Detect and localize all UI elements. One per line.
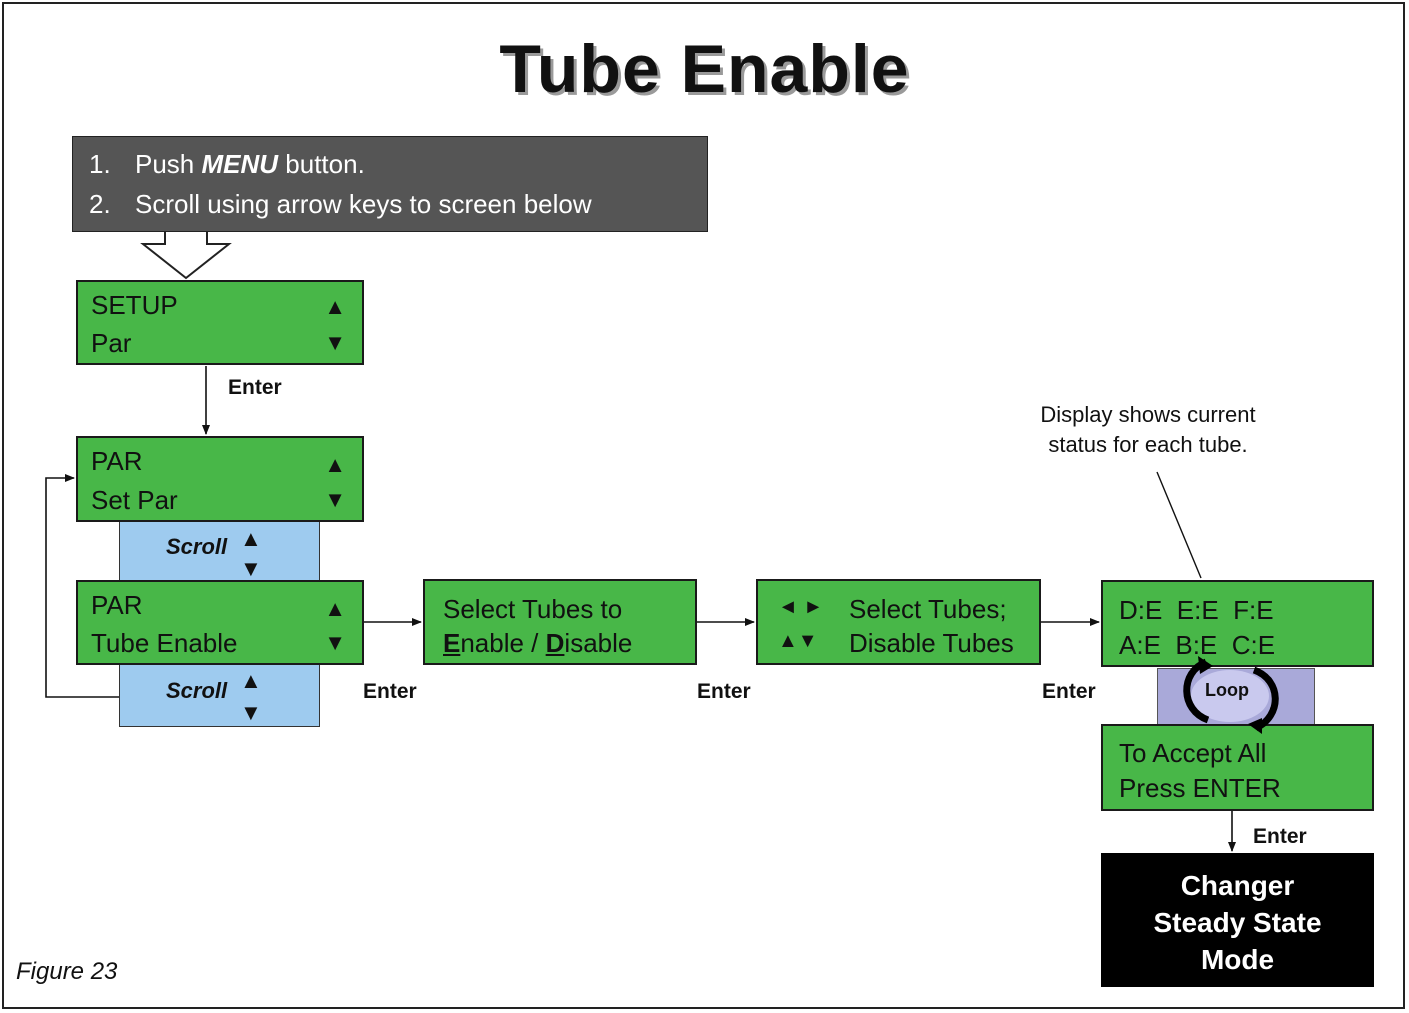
enter-label-3: Enter (697, 680, 751, 703)
scroll-label-upper: Scroll (166, 534, 228, 559)
screen-accept-all: To Accept All Press ENTER (1101, 724, 1374, 811)
scroll-label-lower: Scroll (166, 678, 228, 703)
screen-par-set-par: PAR Set Par ▲ ▼ (76, 436, 364, 522)
up-arrow-icon: ▲ (324, 294, 346, 319)
enter-label-5: Enter (1253, 825, 1307, 848)
down-arrow-icon: ▼ (240, 556, 262, 581)
up-arrow-icon: ▲ (324, 596, 346, 621)
screen-select-tubes: Select Tubes to Enable / Disable (423, 579, 697, 665)
up-down-arrow-icons: ▲▼ (778, 630, 818, 652)
instruction-box: 1.Push MENU button. 2.Scroll using arrow… (72, 136, 708, 232)
down-arrow-icon: ▼ (324, 330, 346, 355)
up-arrow-icon: ▲ (324, 452, 346, 477)
enable-disable-text: Enable / Disable (443, 628, 633, 658)
screen-select-disable-tubes: ◄ ► Select Tubes; ▲▼ Disable Tubes (756, 579, 1041, 665)
loop-arrow-left-icon (1183, 658, 1210, 724)
changer-steady-state-mode: Changer Steady State Mode (1101, 853, 1374, 987)
note-pointer-line (1156, 471, 1202, 579)
status-note: Display shows current status for each tu… (1040, 402, 1256, 457)
page-title: Tube Enable (499, 31, 910, 107)
loop-circle (1191, 670, 1269, 722)
up-arrow-icon: ▲ (240, 526, 262, 551)
instruction-step-1: 1.Push MENU button. (89, 149, 365, 179)
down-arrow-icon: ▼ (240, 700, 262, 725)
loop-label: Loop (1205, 680, 1249, 700)
enter-label-2: Enter (363, 680, 417, 703)
loop-arrow-right-icon (1252, 666, 1279, 732)
arrow-loop-back (45, 474, 119, 698)
figure-caption: Figure 23 (16, 958, 118, 985)
menu-button-label: MENU (201, 149, 279, 179)
screen-tube-status: D:E E:E F:E A:E B:E C:E (1101, 580, 1374, 667)
left-right-arrow-icons: ◄ ► (778, 596, 824, 618)
enter-label-4: Enter (1042, 680, 1096, 703)
up-arrow-icon: ▲ (240, 668, 262, 693)
down-arrow-icon: ▼ (324, 630, 346, 655)
screen-setup-par: SETUP Par ▲ ▼ (76, 280, 364, 365)
instruction-step-2: 2.Scroll using arrow keys to screen belo… (89, 189, 592, 219)
screen-par-tube-enable: PAR Tube Enable ▲ ▼ (76, 580, 364, 665)
enter-label-1: Enter (228, 376, 282, 399)
hollow-down-arrow-icon (140, 232, 232, 280)
loop-arrow-left-head (1198, 656, 1213, 674)
loop-arrow-right-head (1248, 718, 1262, 734)
down-arrow-icon: ▼ (324, 487, 346, 512)
